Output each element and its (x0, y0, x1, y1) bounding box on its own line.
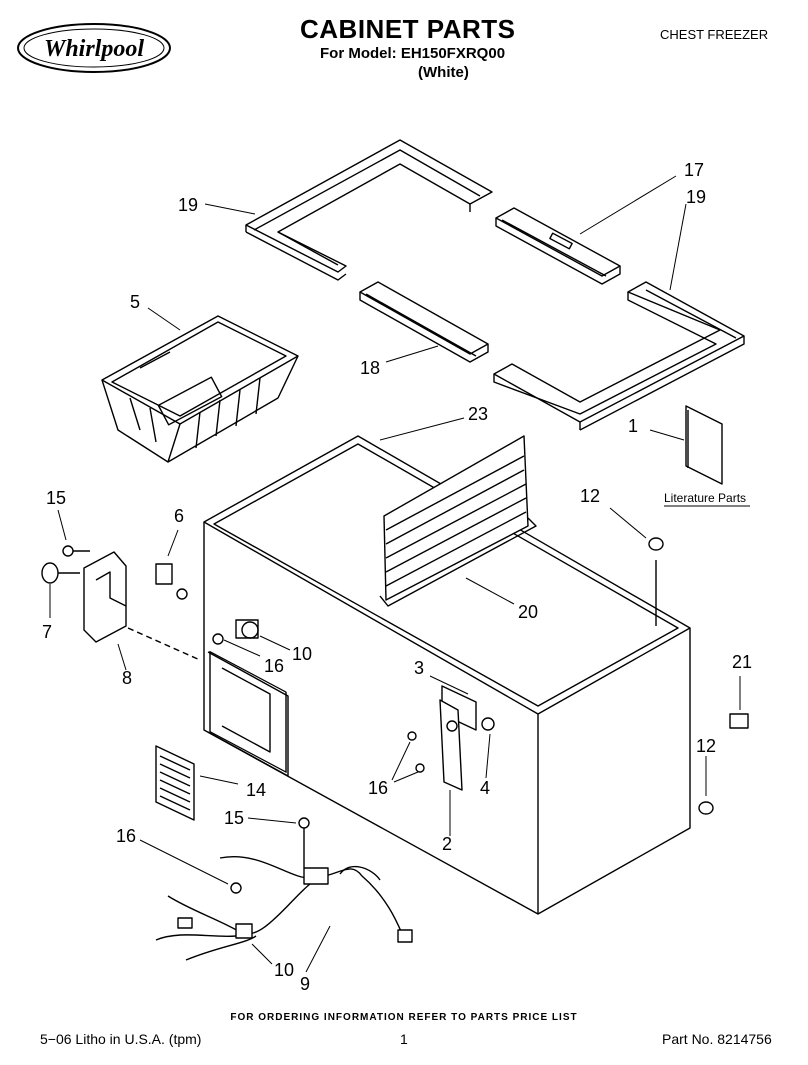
callout-18: 18 (360, 358, 380, 378)
callout-9: 9 (300, 974, 310, 994)
callout-1: 1 (628, 416, 638, 436)
control-parts-left (41, 545, 201, 661)
literature-part (685, 405, 723, 485)
callout-17: 17 (684, 160, 704, 180)
category-label: CHEST FREEZER (660, 27, 769, 42)
model-line: For Model: EH150FXRQ00 (320, 45, 506, 62)
hinge-part (407, 685, 495, 791)
callout-15-lower: 15 (224, 808, 244, 828)
callout-5: 5 (130, 292, 140, 312)
part-number: Part No. 8214756 (662, 1031, 772, 1047)
bumper-parts (648, 537, 749, 815)
ordering-note: FOR ORDERING INFORMATION REFER TO PARTS … (230, 1012, 578, 1023)
frame-left-part (245, 139, 493, 281)
callout-20: 20 (518, 602, 538, 622)
clamp-parts (212, 619, 259, 645)
callout-4: 4 (480, 778, 490, 798)
basket-part (101, 315, 299, 463)
breaker-strip-18 (359, 281, 489, 363)
callout-19-right: 19 (686, 187, 706, 207)
callout-10-lower: 10 (274, 960, 294, 980)
callout-19-left: 19 (178, 195, 198, 215)
callout-16-lower: 16 (116, 826, 136, 846)
cabinet-part (203, 435, 691, 915)
callout-14: 14 (246, 780, 266, 800)
brand-text: Whirlpool (44, 36, 144, 62)
leader-lines (49, 175, 741, 973)
litho-text: 5−06 Litho in U.S.A. (tpm) (40, 1031, 202, 1047)
callout-16-upper: 16 (264, 656, 284, 676)
callout-labels: 19 17 19 5 18 23 1 15 6 12 7 20 16 10 8 … (42, 160, 752, 994)
page-title: CABINET PARTS (300, 14, 516, 44)
wiring-harness-part (155, 817, 413, 961)
callout-10-upper: 10 (292, 644, 312, 664)
callout-15-left: 15 (46, 488, 66, 508)
divider-part (379, 435, 537, 607)
page-number: 1 (400, 1031, 408, 1047)
breaker-strip-17 (495, 207, 621, 285)
callout-7: 7 (42, 622, 52, 642)
callout-8: 8 (122, 668, 132, 688)
callout-23: 23 (468, 404, 488, 424)
callout-21: 21 (732, 652, 752, 672)
callout-12-top: 12 (580, 486, 600, 506)
literature-label: Literature Parts (664, 491, 746, 505)
whirlpool-logo: Whirlpool (17, 23, 171, 73)
frame-right-part (493, 281, 745, 431)
callout-6: 6 (174, 506, 184, 526)
callout-2: 2 (442, 834, 452, 854)
color-line: (White) (418, 64, 469, 81)
callout-3: 3 (414, 658, 424, 678)
callout-16-middle: 16 (368, 778, 388, 798)
grille-part (155, 745, 195, 821)
callout-12-bottom: 12 (696, 736, 716, 756)
